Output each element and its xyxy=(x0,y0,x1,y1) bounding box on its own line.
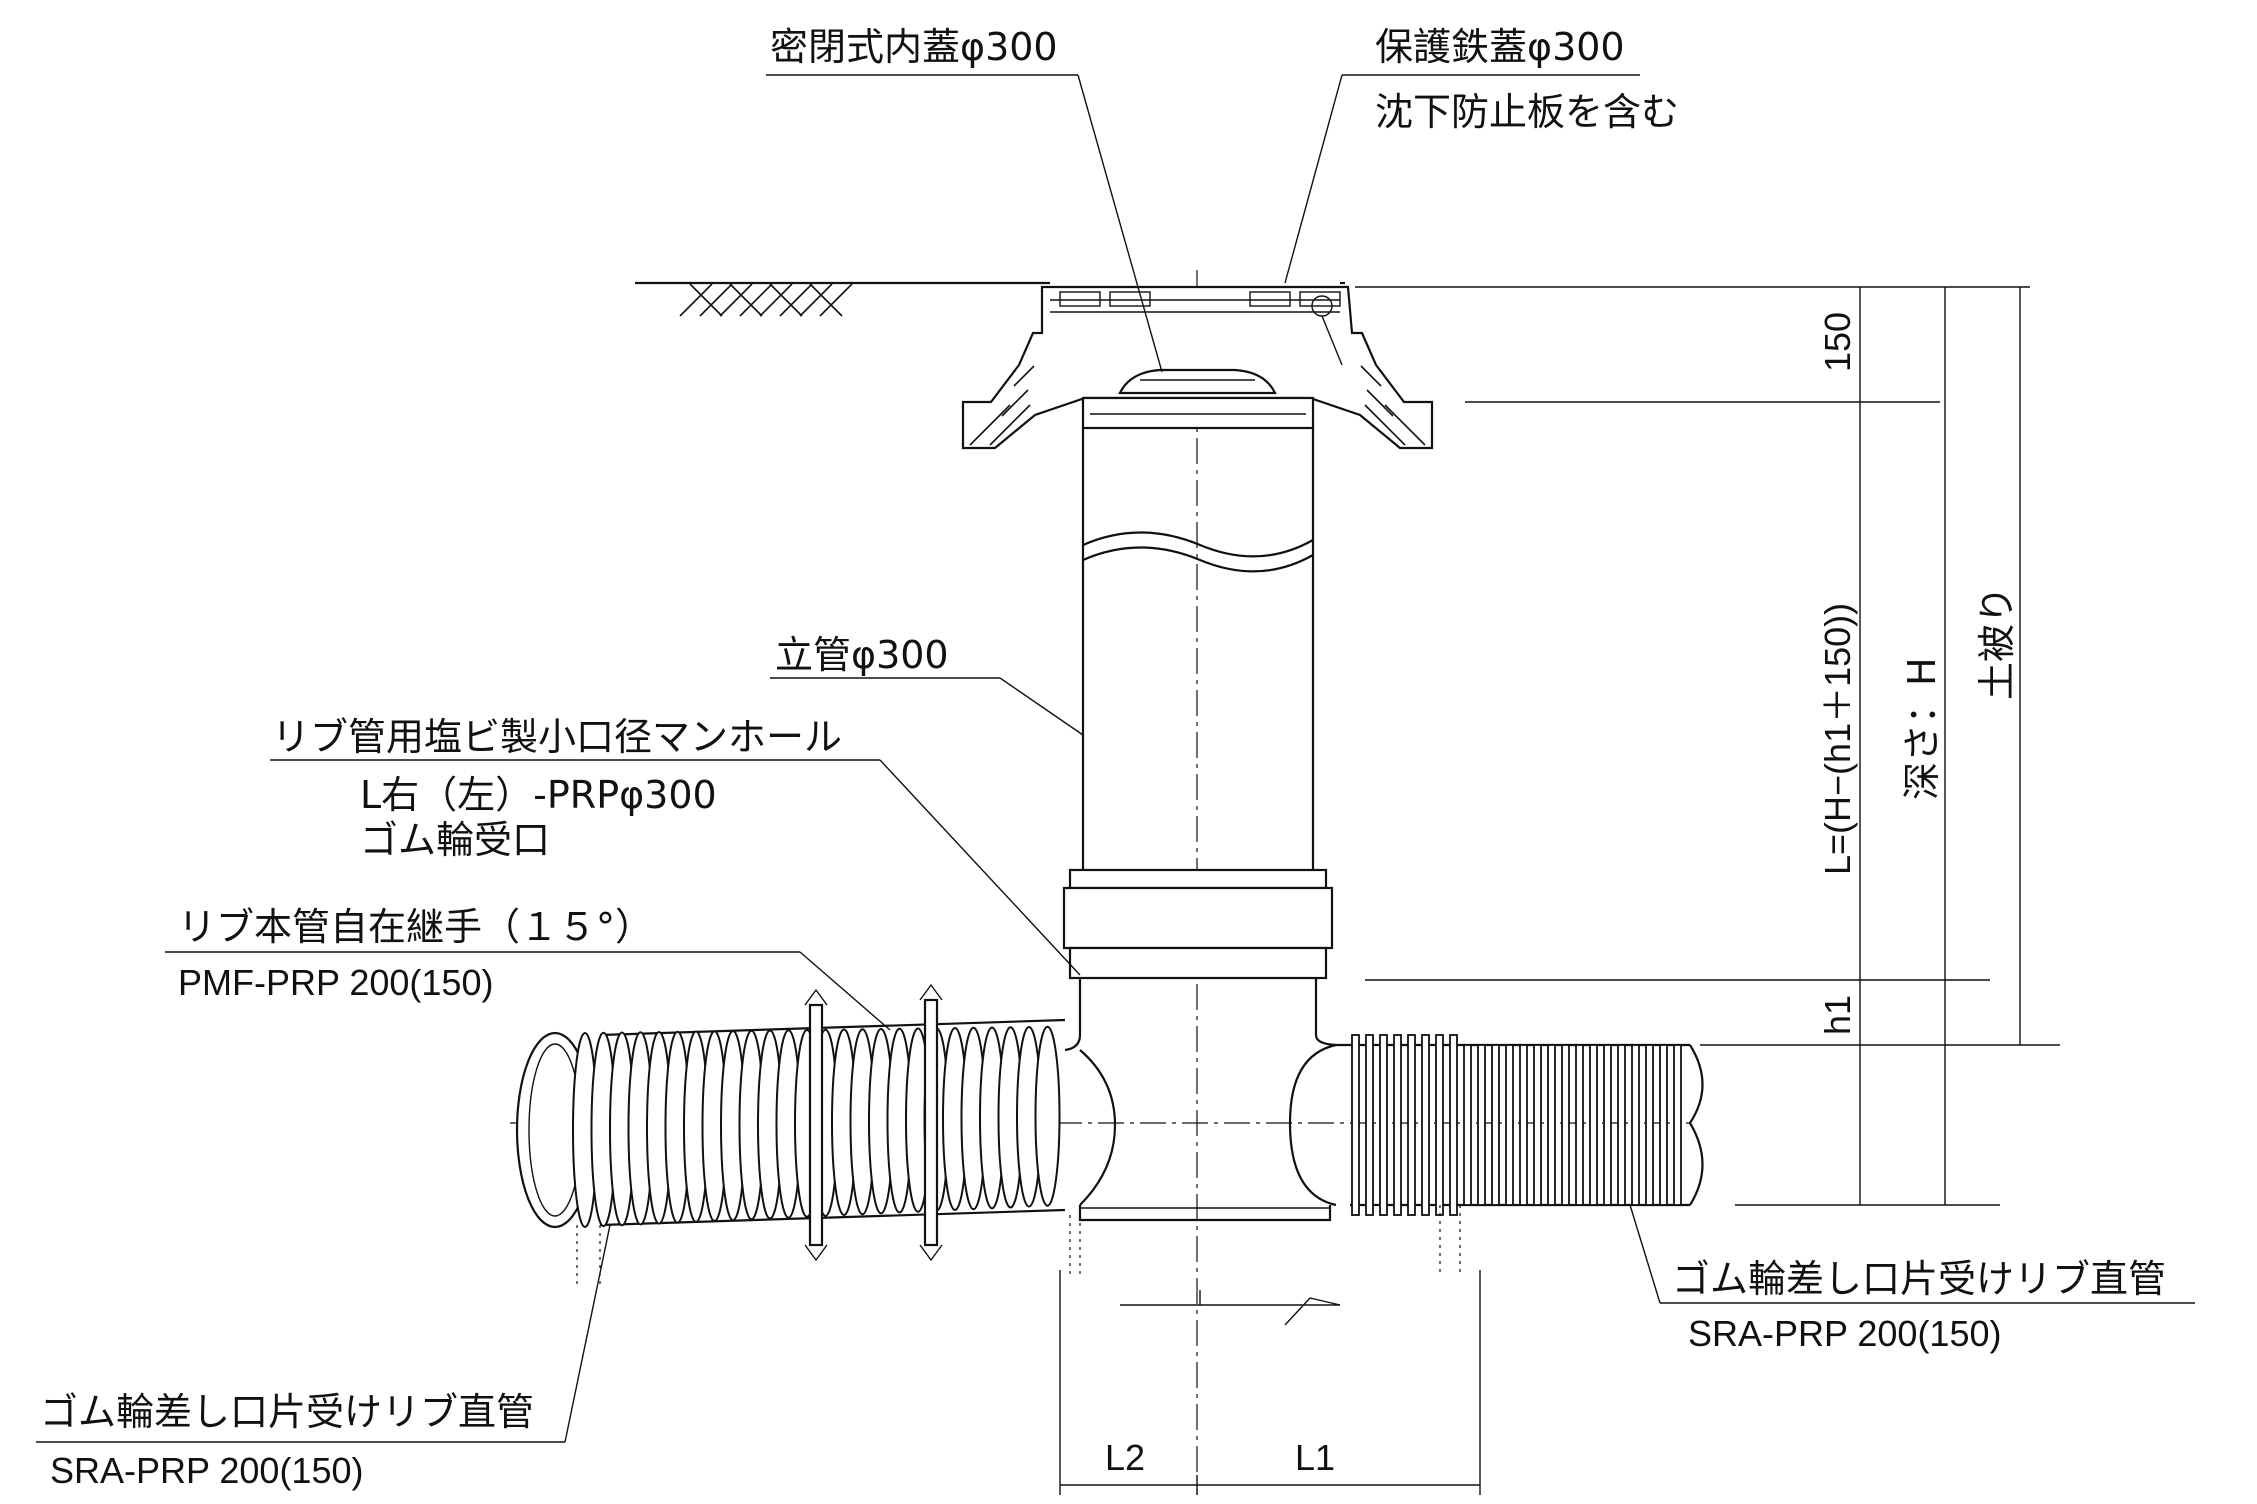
dim-L: L=(H−(h1＋150)) xyxy=(1817,603,1858,875)
frame-hatch-right xyxy=(1360,365,1426,446)
flow-arrow xyxy=(1120,1290,1341,1326)
label-joint-model: PMF-PRP 200(150) xyxy=(178,962,493,1003)
rib-ring xyxy=(1645,1044,1654,1206)
label-anti-sink: 沈下防止板を含む xyxy=(1375,90,1679,134)
rib-ring xyxy=(1477,1044,1486,1206)
right-pipe-ribs xyxy=(1351,1034,1682,1216)
rib-ring xyxy=(1589,1044,1598,1206)
dim-150: 150 xyxy=(1817,312,1858,372)
rib-ring xyxy=(1421,1034,1430,1216)
inner-lid xyxy=(1118,368,1277,395)
rib-ring xyxy=(1659,1044,1668,1206)
dim-L2: L2 xyxy=(1105,1437,1145,1478)
label-inner-lid: 密閉式内蓋φ300 xyxy=(770,25,1058,69)
rib-ring xyxy=(1351,1034,1360,1216)
rib-ring xyxy=(1547,1044,1556,1206)
label-pipe-left-model: SRA-PRP 200(150) xyxy=(50,1450,364,1491)
dimension-labels: 150 L=(H−(h1＋150)) h1 深さ：H 土被り L2 L1 xyxy=(1105,312,2019,1478)
rib-ring xyxy=(1561,1044,1570,1206)
ground-surface xyxy=(635,281,1345,317)
rib-ring xyxy=(1463,1044,1472,1206)
rib-ring xyxy=(1519,1044,1528,1206)
dimension-lines xyxy=(1059,286,2060,1495)
label-manhole-title: リブ管用塩ビ製小口径マンホール xyxy=(272,715,842,759)
rib-ring xyxy=(1575,1044,1584,1206)
rib-ring xyxy=(1505,1044,1514,1206)
dim-h1: h1 xyxy=(1817,995,1858,1035)
label-iron-lid: 保護鉄蓋φ300 xyxy=(1375,25,1625,69)
iron-lid-frame xyxy=(961,285,1434,450)
rib-ring xyxy=(1631,1044,1640,1206)
dim-cover: 土被り xyxy=(1975,586,2019,700)
rib-ring xyxy=(1034,1025,1061,1207)
ground-hatch xyxy=(679,283,853,317)
leader-lines xyxy=(36,74,2195,1443)
rib-ring xyxy=(1393,1034,1402,1216)
manhole-base xyxy=(1064,978,1350,1275)
rib-ring xyxy=(1491,1044,1500,1206)
dim-L1: L1 xyxy=(1295,1437,1335,1478)
frame-hatch-left xyxy=(969,365,1035,446)
rib-ring xyxy=(1673,1044,1682,1206)
rib-ring xyxy=(1449,1034,1458,1216)
label-pipe-left-title: ゴム輪差し口片受けリブ直管 xyxy=(40,1390,534,1434)
rib-ring xyxy=(1533,1044,1542,1206)
label-riser: 立管φ300 xyxy=(775,633,949,677)
rib-ring xyxy=(1407,1034,1416,1216)
annotation-labels: 密閉式内蓋φ300 保護鉄蓋φ300 沈下防止板を含む 立管φ300 リブ管用塩… xyxy=(40,25,2166,1491)
dim-depth: 深さ：H xyxy=(1900,657,1944,800)
rib-ring xyxy=(1435,1034,1444,1216)
joint-flanges xyxy=(804,983,943,1262)
label-manhole-model: L右（左）-PRPφ300 xyxy=(360,773,717,817)
label-pipe-right-title: ゴム輪差し口片受けリブ直管 xyxy=(1672,1257,2166,1301)
label-manhole-socket: ゴム輪受口 xyxy=(360,818,550,862)
left-pipe-assembly xyxy=(515,983,1066,1285)
rib-ring xyxy=(1603,1044,1612,1206)
rib-ring xyxy=(1379,1034,1388,1216)
riser-pipe xyxy=(1062,396,1334,980)
rib-ring xyxy=(1617,1044,1626,1206)
right-pipe-assembly xyxy=(1350,1034,1704,1275)
rib-ring xyxy=(1365,1034,1374,1216)
label-pipe-right-model: SRA-PRP 200(150) xyxy=(1688,1313,2002,1354)
label-joint-title: リブ本管自在継手（１５°） xyxy=(178,905,653,949)
